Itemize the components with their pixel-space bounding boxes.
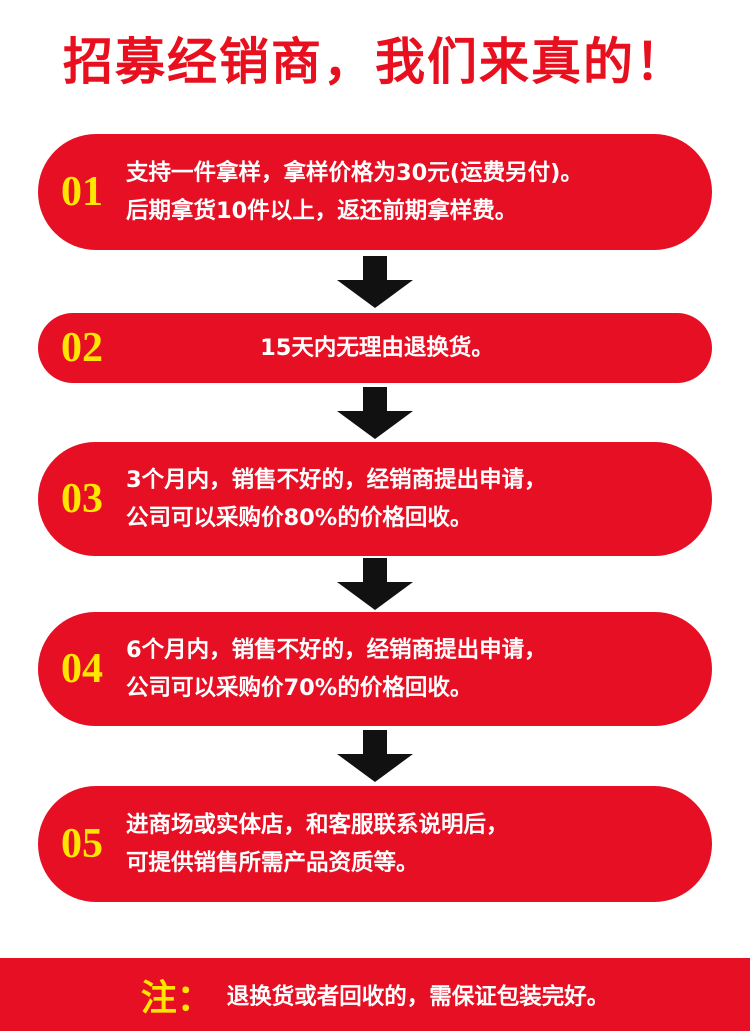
step-02: 02 15天内无理由退换货。 — [38, 313, 712, 383]
step-text: 6个月内，销售不好的，经销商提出申请， 公司可以采购价70%的价格回收。 — [122, 631, 547, 707]
step-line: 15天内无理由退换货。 — [260, 335, 494, 361]
note-banner: 注： 退换货或者回收的，需保证包装完好。 — [0, 958, 750, 1031]
step-line: 公司可以采购价80%的价格回收。 — [126, 505, 473, 531]
down-arrow-icon — [337, 558, 413, 610]
step-line: 进商场或实体店，和客服联系说明后， — [126, 812, 509, 838]
step-line: 3个月内，销售不好的，经销商提出申请， — [126, 467, 547, 493]
down-arrow-icon — [337, 730, 413, 782]
step-text: 15天内无理由退换货。 — [122, 329, 712, 367]
step-line: 支持一件拿样，拿样价格为30元(运费另付)。 — [126, 160, 583, 186]
step-text: 3个月内，销售不好的，经销商提出申请， 公司可以采购价80%的价格回收。 — [122, 461, 547, 537]
step-text: 支持一件拿样，拿样价格为30元(运费另付)。 后期拿货10件以上，返还前期拿样费… — [122, 154, 583, 230]
page-title: 招募经销商，我们来真的！ — [63, 33, 687, 91]
step-line: 6个月内，销售不好的，经销商提出申请， — [126, 637, 547, 663]
step-line: 公司可以采购价70%的价格回收。 — [126, 675, 473, 701]
down-arrow-icon — [337, 387, 413, 439]
step-05: 05 进商场或实体店，和客服联系说明后， 可提供销售所需产品资质等。 — [38, 786, 712, 902]
note-text: 退换货或者回收的，需保证包装完好。 — [226, 983, 610, 1010]
step-03: 03 3个月内，销售不好的，经销商提出申请， 公司可以采购价80%的价格回收。 — [38, 442, 712, 556]
step-number: 02 — [61, 325, 103, 371]
step-number: 05 — [61, 821, 103, 867]
note-label: 注： — [140, 977, 213, 1019]
step-line: 后期拿货10件以上，返还前期拿样费。 — [126, 198, 518, 224]
step-line: 可提供销售所需产品资质等。 — [126, 850, 419, 876]
down-arrow-icon — [337, 256, 413, 308]
step-number: 01 — [61, 169, 103, 215]
step-04: 04 6个月内，销售不好的，经销商提出申请， 公司可以采购价70%的价格回收。 — [38, 612, 712, 726]
step-01: 01 支持一件拿样，拿样价格为30元(运费另付)。 后期拿货10件以上，返还前期… — [38, 134, 712, 250]
step-number: 03 — [61, 476, 103, 522]
step-number: 04 — [61, 646, 103, 692]
step-text: 进商场或实体店，和客服联系说明后， 可提供销售所需产品资质等。 — [122, 806, 509, 882]
